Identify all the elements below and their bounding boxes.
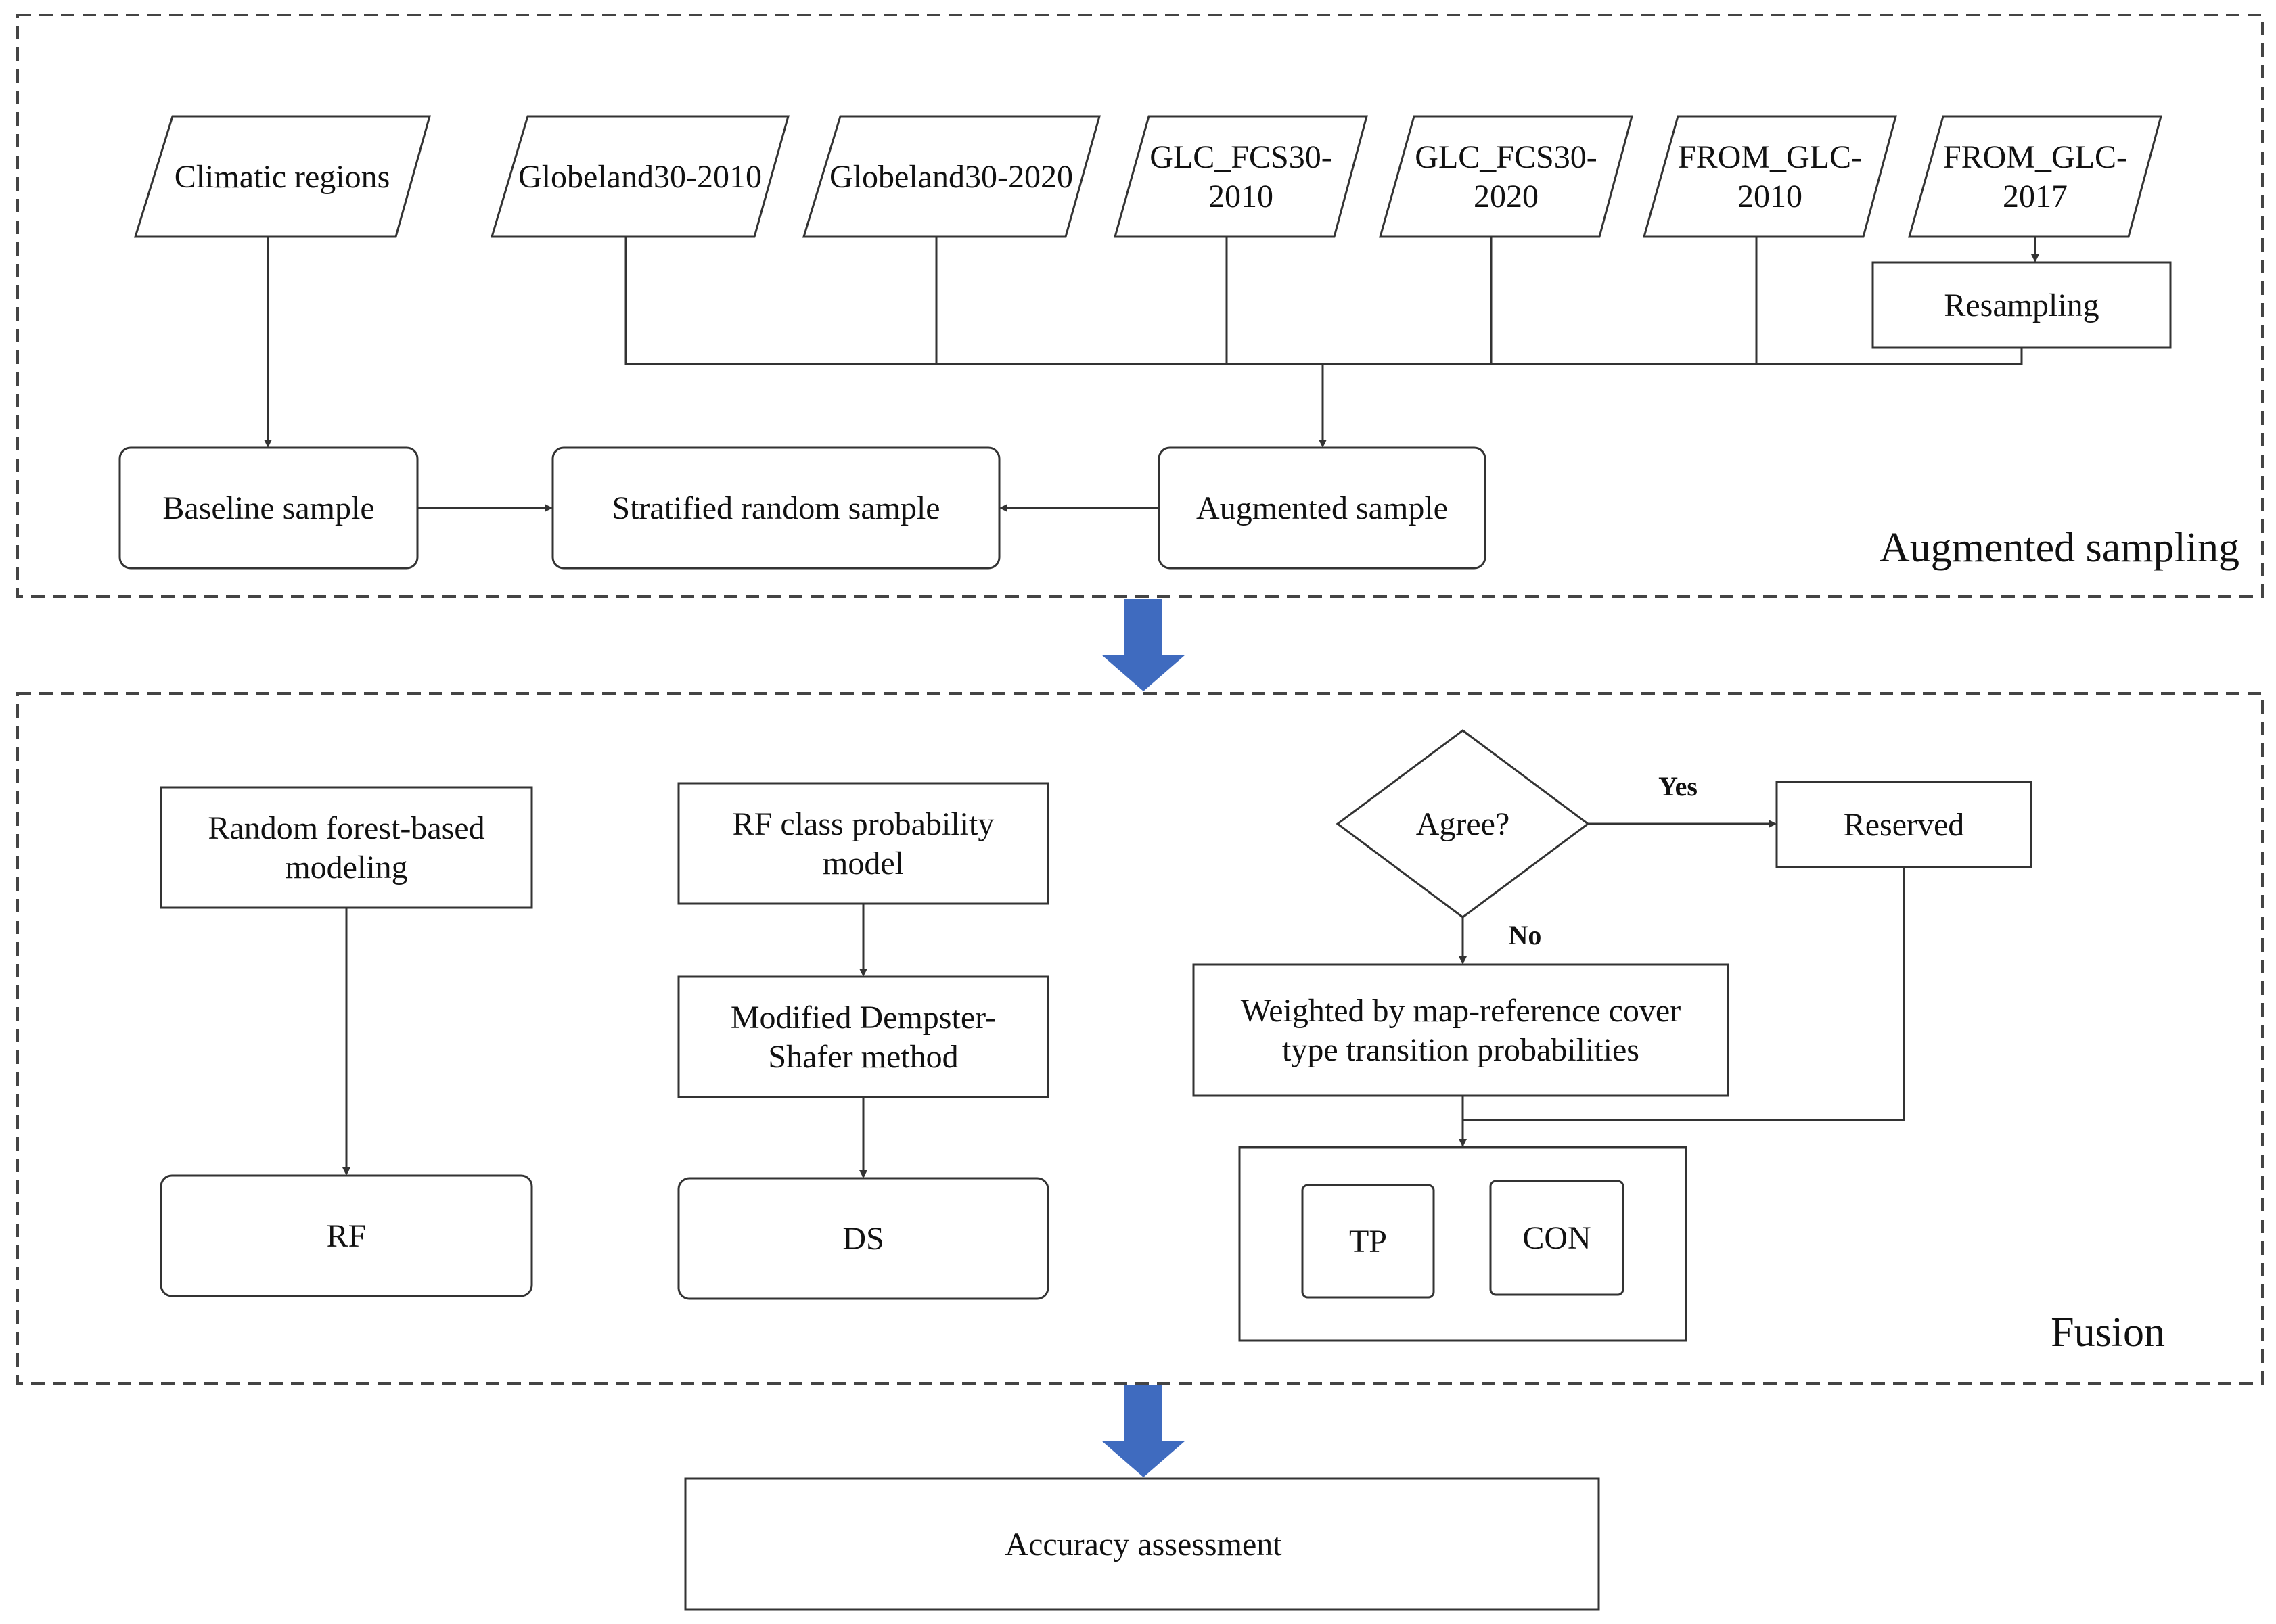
merge-bus-line [624, 237, 2023, 365]
resampling-box: Resampling [1871, 261, 2172, 349]
text-line: Stratified random sample [612, 490, 940, 526]
text-line: type transition probabilities [1282, 1032, 1639, 1068]
text-line: model [823, 845, 904, 881]
from-glc-2010-label: FROM_GLC- 2010 [1678, 139, 1862, 214]
connector-reserved-to-output [1463, 867, 1905, 1121]
big-arrow-sampling-to-fusion [1101, 599, 1185, 691]
yes-label: Yes [1658, 771, 1698, 802]
con-box: CON [1489, 1180, 1624, 1296]
text-line: 2010 [1737, 179, 1802, 214]
stratified-random-sample-box: Stratified random sample [551, 446, 1001, 570]
con-label: CON [1522, 1220, 1591, 1256]
modified-ds-method-label: Modified Dempster-Shafer method [731, 1000, 996, 1075]
text-line: GLC_FCS30- [1150, 139, 1332, 175]
from-glc-2017-input: FROM_GLC- 2017 [1908, 115, 2162, 238]
fusion-frame [16, 692, 2264, 1385]
resampling-label: Resampling [1944, 287, 2099, 323]
text-line: FROM_GLC- [1678, 139, 1862, 175]
glc-fcs30-2020-label: GLC_FCS30- 2020 [1415, 139, 1597, 214]
text-line: TP [1349, 1224, 1387, 1259]
climatic-regions-input: Climatic regions [133, 115, 431, 238]
text-line: Baseline sample [162, 490, 374, 526]
random-forest-modeling-label: Random forest-based modeling [208, 810, 484, 885]
text-line: RF [327, 1218, 367, 1254]
glc-fcs30-2010-label: GLC_FCS30- 2010 [1150, 139, 1332, 214]
augmented-sampling-frame [16, 14, 2264, 598]
globeland30-2020-label: Globeland30-2020 [829, 159, 1073, 195]
climatic-regions-label: Climatic regions [175, 159, 390, 195]
big-arrow-fusion-to-accuracy [1101, 1385, 1185, 1477]
ds-result-label: DS [842, 1221, 884, 1257]
text-line: 2020 [1474, 179, 1539, 214]
modified-ds-method-box: Modified Dempster-Shafer method [677, 975, 1049, 1098]
text-line: DS [842, 1221, 884, 1257]
stratified-random-sample-label: Stratified random sample [612, 490, 940, 526]
text-line: 2010 [1208, 179, 1273, 214]
no-label: No [1509, 920, 1542, 950]
text-line: Modified Dempster- [731, 1000, 996, 1036]
text-line: FROM_GLC- [1943, 139, 2127, 175]
text-line: Accuracy assessment [1005, 1527, 1282, 1562]
reserved-box: Reserved [1775, 781, 2032, 868]
rf-result-label: RF [327, 1218, 367, 1254]
from-glc-2010-input: FROM_GLC- 2010 [1643, 115, 1897, 238]
baseline-sample-box: Baseline sample [118, 446, 419, 570]
augmented-sample-box: Augmented sample [1158, 446, 1486, 570]
text-line: Random forest-based [208, 810, 484, 846]
glc-fcs30-2010-input: GLC_FCS30- 2010 [1114, 115, 1368, 238]
baseline-sample-label: Baseline sample [162, 490, 374, 526]
text-line: Climatic regions [175, 159, 390, 195]
text-line: Shafer method [768, 1039, 958, 1075]
glc-fcs30-2020-input: GLC_FCS30- 2020 [1379, 115, 1633, 238]
agree-decision-label: Agree? [1416, 806, 1510, 842]
text-line: Augmented sample [1196, 490, 1448, 526]
reserved-label: Reserved [1844, 807, 1965, 843]
text-line: Reserved [1844, 807, 1965, 843]
rf-result-box: RF [160, 1174, 533, 1297]
text-line: 2017 [2003, 179, 2068, 214]
text-line: Globeland30-2020 [829, 159, 1073, 195]
text-line: Weighted by map-reference cover [1241, 993, 1681, 1029]
ds-result-box: DS [677, 1177, 1049, 1300]
text-line: modeling [285, 850, 407, 885]
tp-box: TP [1301, 1184, 1435, 1299]
text-line: CON [1522, 1220, 1591, 1256]
fusion-label: Fusion [2051, 1309, 2165, 1355]
augmented-sample-label: Augmented sample [1196, 490, 1448, 526]
augmented-sampling-label: Augmented sampling [1880, 525, 2239, 571]
random-forest-modeling-box: Random forest-based modeling [160, 786, 533, 909]
globeland30-2020-input: Globeland30-2020 [802, 115, 1101, 238]
globeland30-2010-label: Globeland30-2010 [518, 159, 762, 195]
text-line: Agree? [1416, 806, 1510, 842]
text-line: Globeland30-2010 [518, 159, 762, 195]
from-glc-2017-label: FROM_GLC- 2017 [1943, 139, 2127, 214]
text-line: GLC_FCS30- [1415, 139, 1597, 175]
accuracy-assessment-label: Accuracy assessment [1005, 1527, 1282, 1562]
tp-label: TP [1349, 1224, 1387, 1259]
globeland30-2010-input: Globeland30-2010 [490, 115, 790, 238]
agree-decision-diamond: Agree? [1336, 729, 1590, 919]
text-line: RF class probability [733, 806, 995, 842]
accuracy-assessment-box: Accuracy assessment [684, 1477, 1600, 1611]
text-line: Resampling [1944, 287, 2099, 323]
